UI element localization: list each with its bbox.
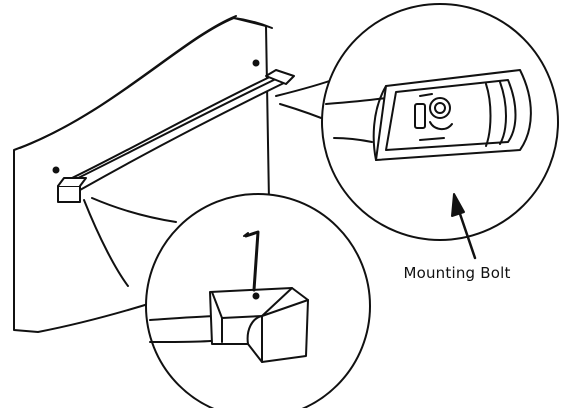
mounting-hole-right (252, 59, 260, 67)
mounting-hole-left (52, 166, 60, 174)
rail-bar (57, 69, 295, 203)
allen-wrench-icon (243, 230, 260, 292)
mounting-bolt-label: Mounting Bolt (403, 264, 511, 282)
pointer-arrow (451, 193, 477, 260)
callout-connector-bottom (83, 197, 177, 287)
rail-end-detail (149, 287, 309, 363)
bolt-bracket-detail (325, 69, 532, 161)
